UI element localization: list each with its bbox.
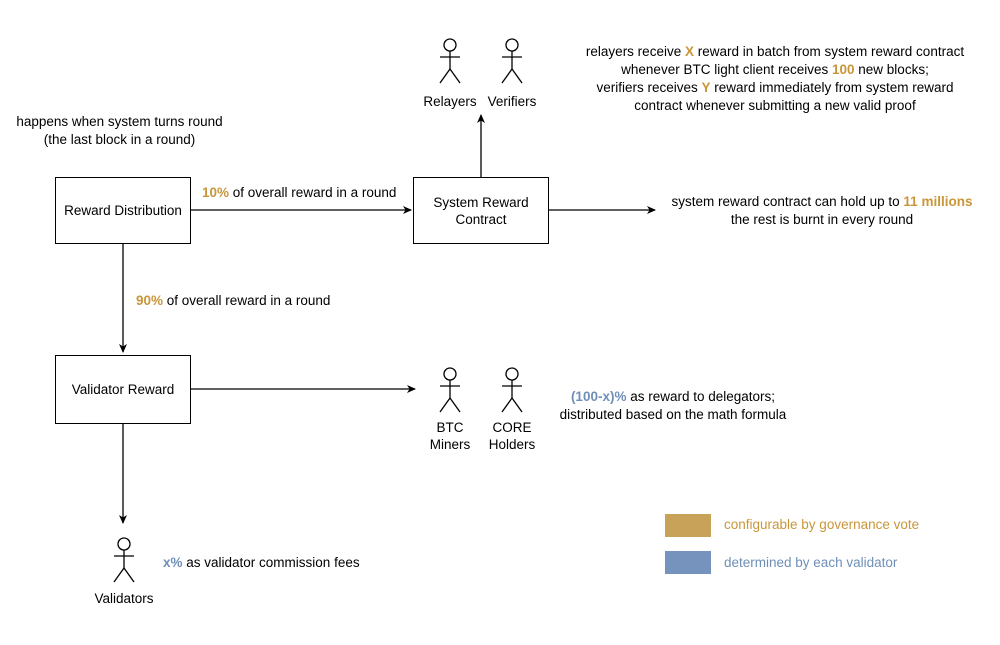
core-holders-line2: Holders: [488, 437, 536, 452]
validator-reward-box: Validator Reward: [55, 355, 191, 424]
legend-validator-swatch: [665, 551, 711, 574]
delegator-note-line2: distributed based on the math formula: [559, 407, 787, 422]
verifiers-label: Verifiers: [487, 94, 537, 109]
commission-value: x%: [163, 555, 183, 570]
core-holder-actor-icon: [501, 367, 523, 413]
validator-actor-icon: [113, 537, 135, 583]
relayer-note-line1: relayers receive X reward in batch from …: [585, 44, 965, 59]
verifier-actor-icon: [501, 38, 523, 84]
relayer-actor-icon: [439, 38, 461, 84]
system-reward-contract-box: System Reward Contract: [413, 177, 549, 244]
legend-configurable-swatch: [665, 514, 711, 537]
relayer-verifier-note: relayers receive X reward in batch from …: [570, 43, 980, 115]
verifier-y-value: Y: [701, 80, 711, 95]
core-holders-label: CORE Holders: [477, 419, 547, 453]
btc-miner-actor-icon: [439, 367, 461, 413]
btc-miners-line2: Miners: [429, 437, 471, 452]
commission-note: x% as validator commission fees: [163, 555, 360, 570]
legend-configurable-label: configurable by governance vote: [724, 517, 920, 532]
round-note-line2: (the last block in a round): [43, 132, 196, 147]
system-reward-contract-label-line1: System Reward: [433, 194, 529, 210]
btc-miners-line1: BTC: [436, 420, 464, 435]
reward-distribution-label: Reward Distribution: [64, 203, 182, 218]
relayer-note-line3: verifiers receives Y reward immediately …: [596, 80, 954, 95]
core-holders-line1: CORE: [492, 420, 532, 435]
contract-note-line1: system reward contract can hold up to 11…: [671, 194, 973, 209]
block-count-value: 100: [832, 62, 855, 77]
relayer-note-line2: whenever BTC light client receives 100 n…: [621, 62, 929, 77]
round-note-line1: happens when system turns round: [16, 114, 223, 129]
delegator-share-value: (100-x)%: [570, 389, 627, 404]
ten-percent-value: 10%: [202, 185, 230, 200]
ninety-percent-label: 90% of overall reward in a round: [136, 292, 330, 310]
system-reward-contract-label-line2: Contract: [455, 211, 507, 227]
relayer-note-line4: contract whenever submitting a new valid…: [634, 98, 916, 113]
capacity-value: 11 millions: [903, 194, 973, 209]
btc-miners-label: BTC Miners: [415, 419, 485, 453]
contract-note-line2: the rest is burnt in every round: [730, 212, 914, 227]
ninety-percent-text: of overall reward in a round: [163, 293, 331, 308]
reward-distribution-box: Reward Distribution: [55, 177, 191, 244]
legend-validator-label: determined by each validator: [724, 555, 898, 570]
validators-label: Validators: [94, 591, 154, 606]
ten-percent-text: of overall reward in a round: [229, 185, 397, 200]
ten-percent-label: 10% of overall reward in a round: [202, 184, 396, 202]
validator-reward-label: Validator Reward: [71, 382, 175, 397]
delegator-note-line1: (100-x)% as reward to delegators;: [570, 389, 776, 404]
contract-capacity-note: system reward contract can hold up to 11…: [662, 193, 982, 229]
ninety-percent-value: 90%: [136, 293, 164, 308]
round-note: happens when system turns round (the las…: [12, 113, 227, 149]
delegator-reward-note: (100-x)% as reward to delegators; distri…: [548, 388, 798, 424]
relayers-label: Relayers: [423, 94, 477, 109]
relayer-x-value: X: [684, 44, 694, 59]
